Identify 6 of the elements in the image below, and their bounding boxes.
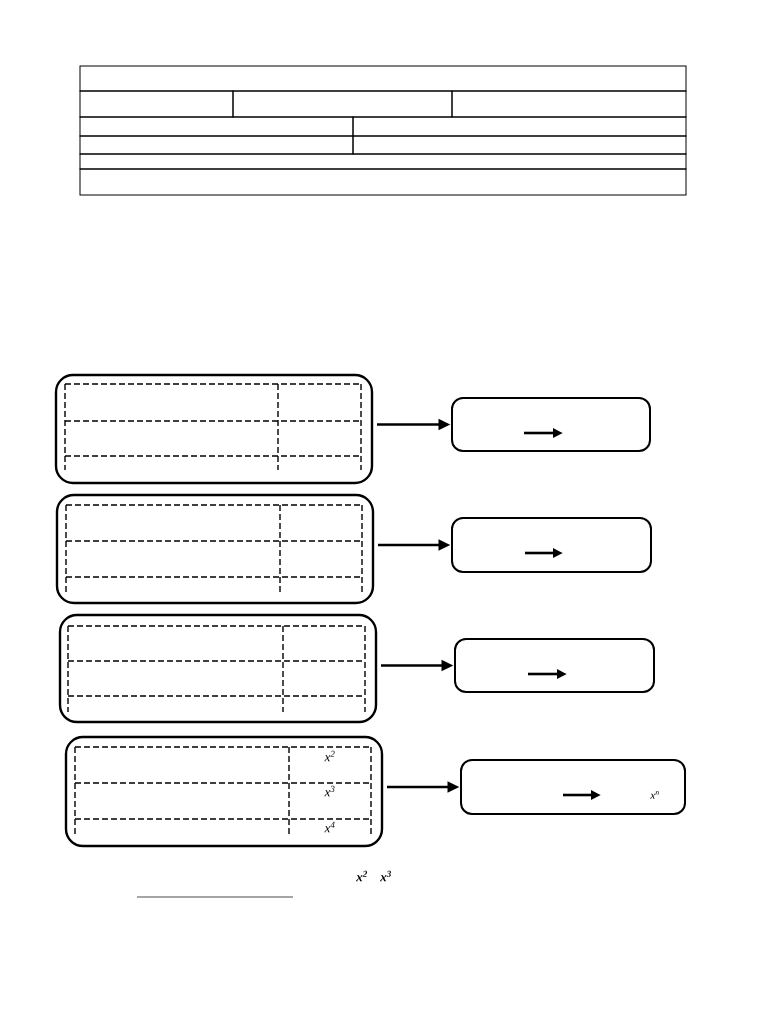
math-term: x$^{3}$ [324, 785, 335, 797]
math-term: x$^{4}$ [324, 821, 335, 833]
math-term: x$^{2}$ [356, 870, 368, 882]
math-term: x$^{n}$ [650, 791, 659, 799]
math-term: x$^{2}$ [324, 750, 335, 762]
math-term: x$^{3}$ [380, 870, 392, 882]
